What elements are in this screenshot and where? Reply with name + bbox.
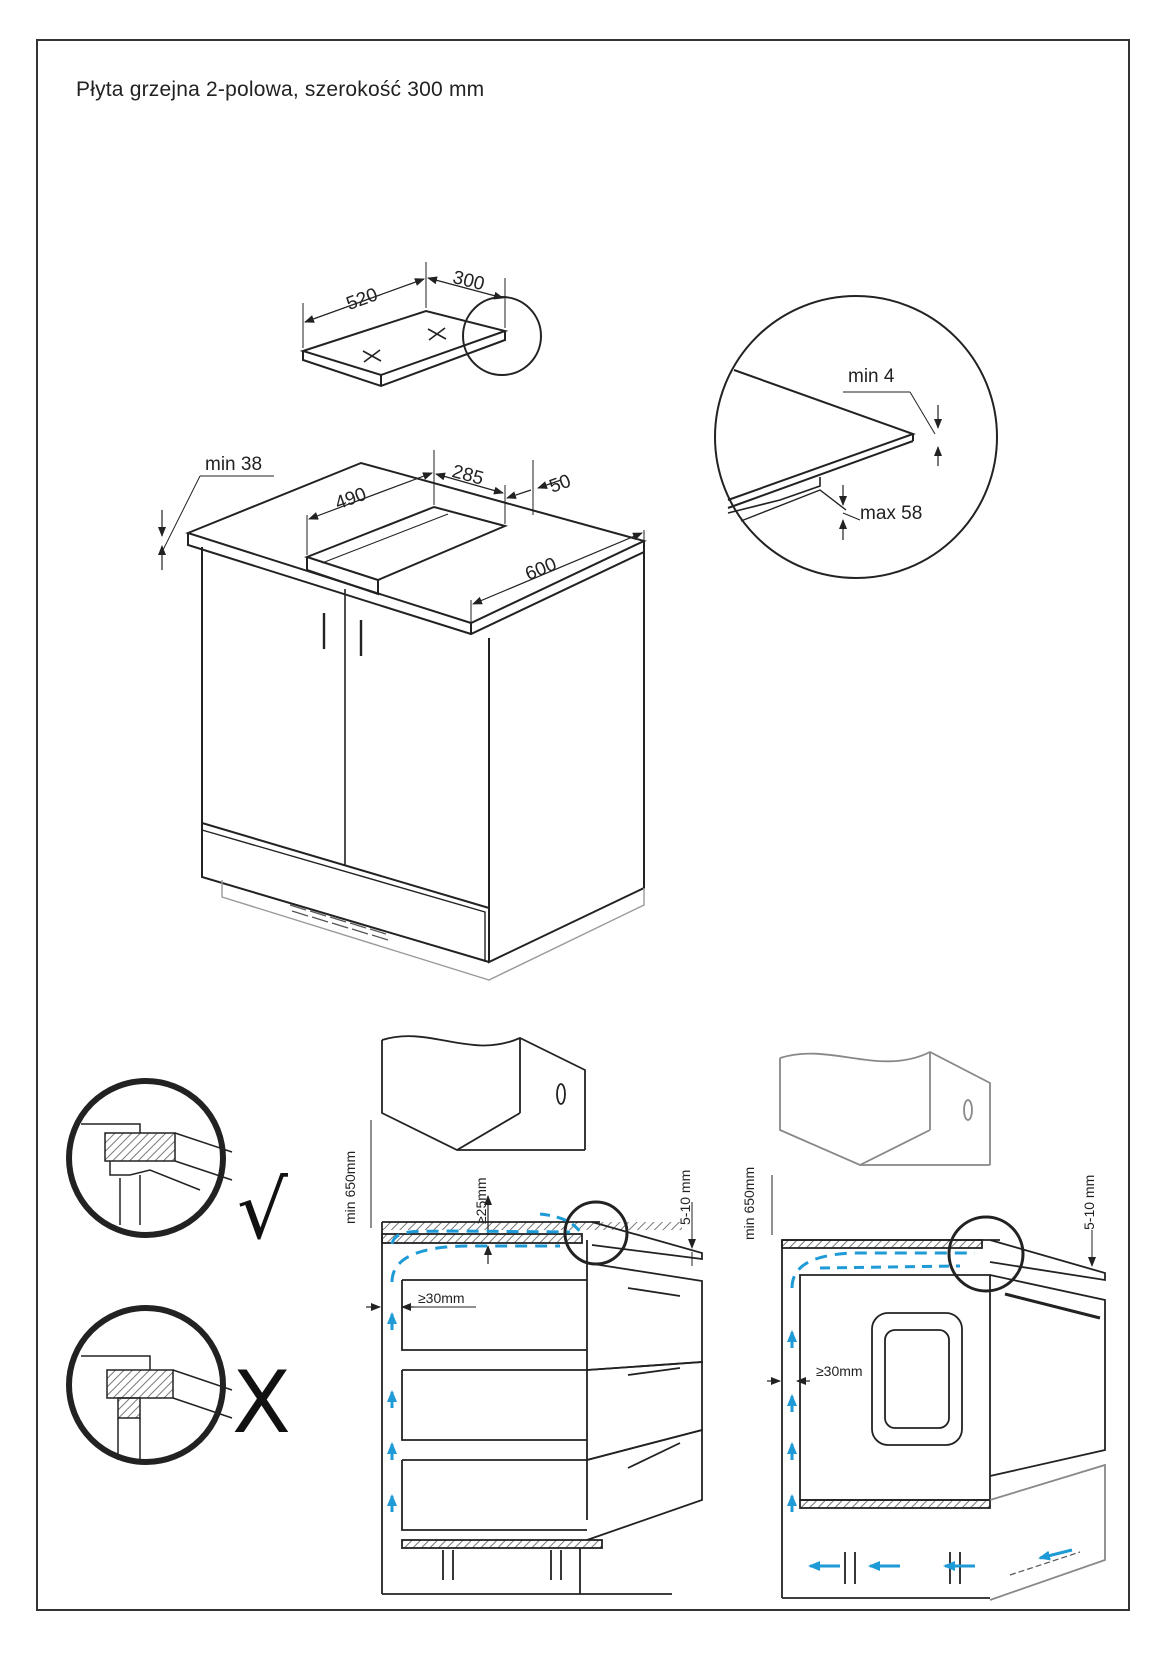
detail-min-gap-label: min 4 — [848, 366, 895, 387]
detail-max-thickness-label: max 58 — [860, 503, 922, 524]
cutout-depth-label: 285 — [450, 461, 486, 489]
right-min-height-label: min 650mm — [741, 1167, 757, 1240]
left-side-gap-label: ≥30mm — [418, 1290, 465, 1306]
left-min-height-label: min 650mm — [342, 1151, 358, 1224]
hob-drawing — [299, 262, 542, 388]
correct-detail — [66, 1078, 233, 1238]
front-offset-label: 50 — [547, 471, 574, 498]
right-edge-gap-label: 5-10 mm — [1081, 1175, 1097, 1230]
airflow-right — [787, 1251, 1073, 1571]
hob-width-label: 520 — [344, 284, 381, 315]
hob-depth-label: 300 — [451, 267, 487, 295]
left-edge-gap-label: 5-10 mm — [677, 1170, 693, 1225]
worktop-min-label: min 38 — [205, 454, 262, 475]
wrong-detail — [66, 1305, 233, 1465]
right-side-gap-label: ≥30mm — [816, 1363, 863, 1379]
install-oven-drawing — [767, 1050, 1106, 1601]
install-drawers-drawing — [366, 1035, 703, 1595]
detail-drawing — [714, 295, 998, 579]
airflow-left — [387, 1212, 584, 1512]
left-gap-top-label: ≥25mm — [473, 1177, 489, 1224]
page-title: Płyta grzejna 2-polowa, szerokość 300 mm — [76, 78, 485, 101]
wrong-mark: X — [232, 1353, 291, 1453]
page-frame — [36, 39, 1130, 1611]
cabinet-drawing — [158, 450, 647, 981]
correct-mark: √ — [237, 1164, 288, 1257]
